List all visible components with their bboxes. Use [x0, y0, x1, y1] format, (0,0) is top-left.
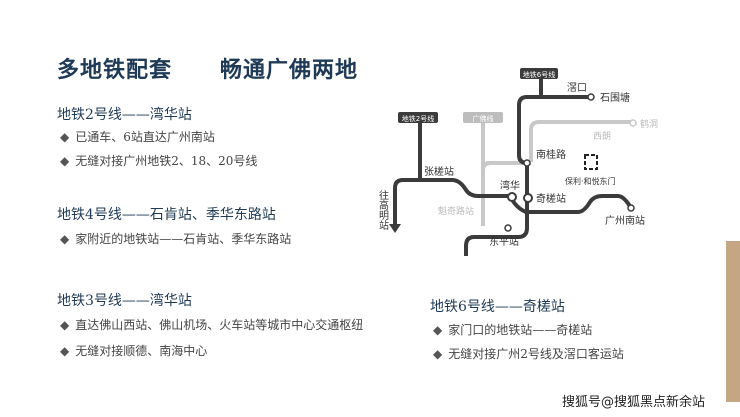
station-label: 石围塘 [600, 91, 630, 104]
map-element [584, 154, 598, 170]
diamond-icon: ◆ [60, 130, 70, 144]
station-label: 张槎站 [424, 165, 454, 178]
diamond-icon: ◆ [60, 232, 70, 246]
guangfo-label: 广佛线 [473, 114, 494, 123]
project-logo-icon: 保利·和悦东门 [565, 154, 616, 186]
title-right: 畅通广佛两地 [220, 58, 359, 83]
line6-label: 地铁6号线 [523, 70, 555, 79]
bullet-item: ◆ 家附近的地铁站——石肯站、季华东路站 [60, 230, 291, 247]
section-heading-line4: 地铁4号线——石肯站、季华东路站 [57, 207, 276, 223]
station-label-gaoming: 往高明站 [377, 189, 389, 231]
line2-label: 地铁2号线 [402, 114, 434, 123]
bullet-text: 已通车、6站直达广州南站 [75, 130, 215, 144]
section-heading-line2: 地铁2号线——湾华站 [57, 107, 192, 123]
bullet-text: 无缝对接广州2号线及滘口客运站 [448, 347, 624, 361]
bullet-text: 无缝对接广州地铁2、18、20号线 [75, 154, 258, 168]
station-marker [523, 193, 533, 203]
diamond-icon: ◆ [60, 154, 70, 168]
station-label: 东平站 [489, 235, 519, 248]
bullet-item: ◆ 已通车、6站直达广州南站 [60, 128, 215, 145]
bullet-text: 家附近的地铁站——石肯站、季华东路站 [75, 232, 292, 246]
accent-bar [726, 241, 740, 402]
section-heading-line3: 地铁3号线——湾华站 [57, 293, 192, 309]
title-left: 多地铁配套 [57, 58, 173, 83]
project-logo-text: 保利·和悦东门 [565, 176, 616, 186]
station-label: 湾华 [500, 179, 520, 192]
station-marker [629, 119, 637, 127]
bullet-item: ◆ 无缝对接广州地铁2、18、20号线 [60, 152, 257, 169]
watermark: 搜狐号@搜狐黑点新余站 [562, 395, 706, 410]
station-label: 滘口 [567, 82, 587, 94]
station-label: 魁奇路站 [438, 205, 474, 217]
arrow-icon [389, 224, 401, 233]
diamond-icon: ◆ [433, 347, 443, 361]
line2-label-box [398, 112, 438, 123]
station-marker [587, 93, 595, 101]
station-marker [627, 204, 635, 212]
guangfo-label-box [463, 112, 503, 123]
line6-label-box [520, 68, 558, 79]
diamond-icon: ◆ [60, 344, 70, 358]
station-label: 西朗 [593, 130, 611, 142]
station-label: 南桂路 [536, 148, 566, 161]
bullet-text: 直达佛山西站、佛山机场、火车站等城市中心交通枢纽 [75, 318, 364, 332]
station-marker [507, 192, 517, 202]
station-label: 奇槎站 [536, 192, 566, 205]
bullet-item: ◆ 家门口的地铁站——奇槎站 [433, 321, 592, 338]
bullet-text: 无缝对接顺德、南海中心 [75, 344, 208, 358]
diamond-icon: ◆ [433, 323, 443, 337]
section-heading-line6: 地铁6号线——奇槎站 [430, 299, 565, 315]
bullet-text: 家门口的地铁站——奇槎站 [448, 323, 593, 337]
station-marker [504, 224, 512, 232]
line2 [393, 122, 633, 226]
station-label: 广州南站 [605, 214, 645, 227]
bullet-item: ◆ 无缝对接顺德、南海中心 [60, 342, 207, 359]
map-element [481, 161, 531, 171]
bullet-item: ◆ 直达佛山西站、佛山机场、火车站等城市中心交通枢纽 [60, 316, 363, 333]
diamond-icon: ◆ [60, 318, 70, 332]
bullet-item: ◆ 无缝对接广州2号线及滘口客运站 [433, 345, 624, 362]
station-marker [523, 159, 531, 167]
station-label: 鹤洞 [640, 118, 658, 130]
